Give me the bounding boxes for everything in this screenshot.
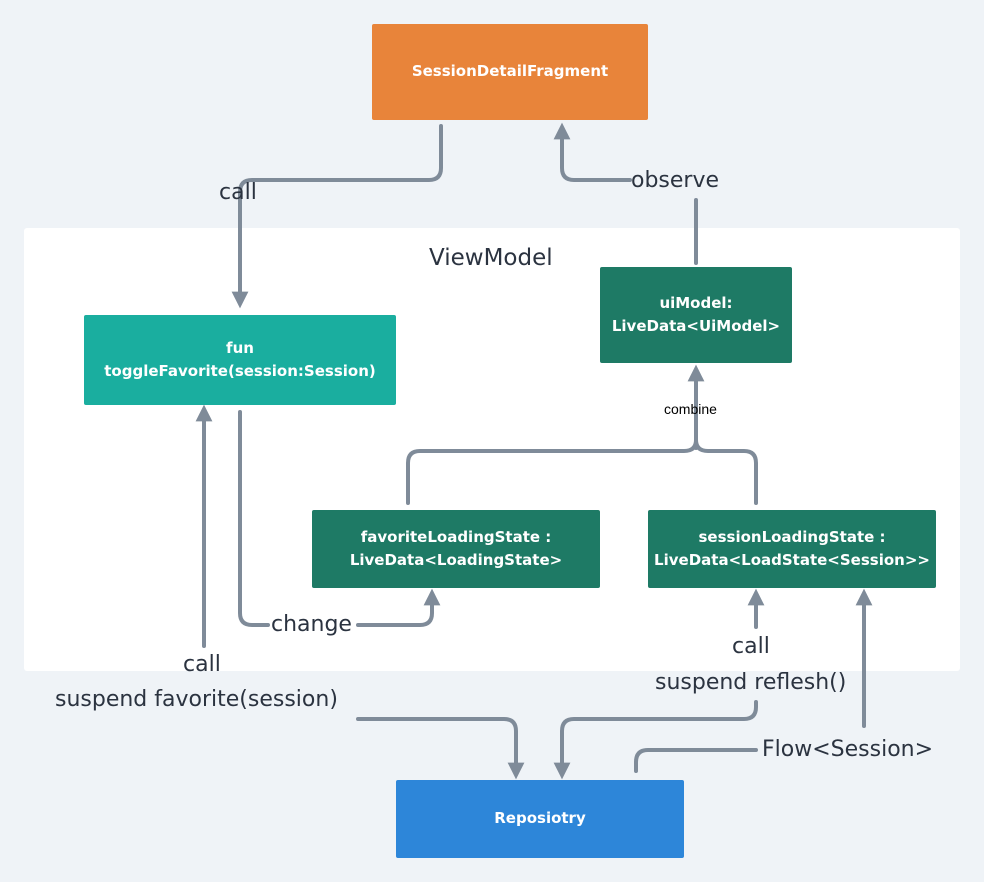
edge-label-suspend-favorite: suspend favorite(session) [55,687,338,712]
viewmodel-title: ViewModel [429,245,553,271]
edge-refresh-repo [553,700,758,780]
session-detail-fragment-label: SessionDetailFragment [411,62,609,81]
edge-label-change: change [271,612,352,637]
edge-flow-repo [634,748,758,773]
toggle-favorite-node: fun toggleFavorite(session:Session) [84,315,396,405]
edge-label-call-top: call [219,180,257,205]
ui-model-label-name: uiModel: [659,293,733,312]
ui-model-node: uiModel: LiveData<UiModel> [600,267,792,363]
favorite-loading-state-label-name: favoriteLoadingState : [360,527,552,546]
edge-label-combine: combine [664,401,717,417]
favorite-loading-state-node: favoriteLoadingState : LiveData<LoadingS… [312,510,600,588]
edge-observe-up [553,122,632,182]
edge-label-flow: Flow<Session> [762,737,934,762]
favorite-loading-state-label-type: LiveData<LoadingState> [349,551,563,569]
edge-label-call-refresh: call [732,634,770,659]
toggle-favorite-label: fun toggleFavorite(session:Session) [104,338,376,380]
edge-label-suspend-refresh: suspend reflesh() [655,670,847,695]
repository-node: Reposiotry [396,780,684,858]
viewmodel-container [24,228,960,671]
edge-favorite-repo [356,717,525,780]
ui-model-label-type: LiveData<UiModel> [611,317,781,335]
repository-label: Reposiotry [494,809,586,828]
session-loading-state-node: sessionLoadingState : LiveData<LoadState… [648,510,936,588]
session-detail-fragment-node: SessionDetailFragment [372,24,648,120]
session-loading-state-label-type: LiveData<LoadState<Session>> [654,551,930,569]
session-loading-state-label-name: sessionLoadingState : [698,527,886,546]
edge-label-observe: observe [631,168,720,193]
edge-label-call-favorite: call [183,652,221,677]
